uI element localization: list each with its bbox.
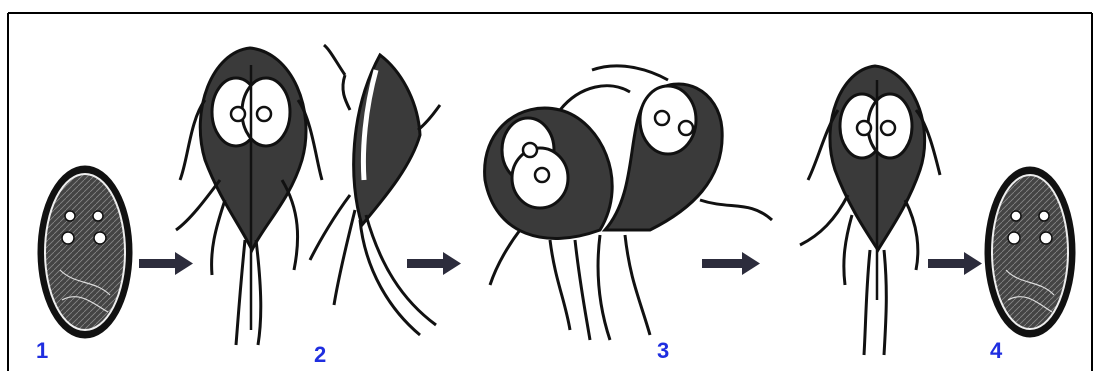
stage-label-2: 2 <box>314 344 326 366</box>
stage-label-1: 1 <box>36 340 48 362</box>
stage-label-3: 3 <box>657 340 669 362</box>
trophozoite-encysting <box>800 66 940 355</box>
arrow-4 <box>928 252 982 275</box>
trophozoite-front <box>176 48 322 345</box>
stage-label-4: 4 <box>990 340 1002 362</box>
arrow-1 <box>139 252 193 275</box>
cyst-left <box>39 167 131 337</box>
arrow-3 <box>702 252 760 275</box>
dividing-trophozoites <box>485 66 772 340</box>
arrow-2 <box>407 252 461 275</box>
cyst-right <box>986 168 1074 336</box>
trophozoite-side <box>310 45 440 335</box>
